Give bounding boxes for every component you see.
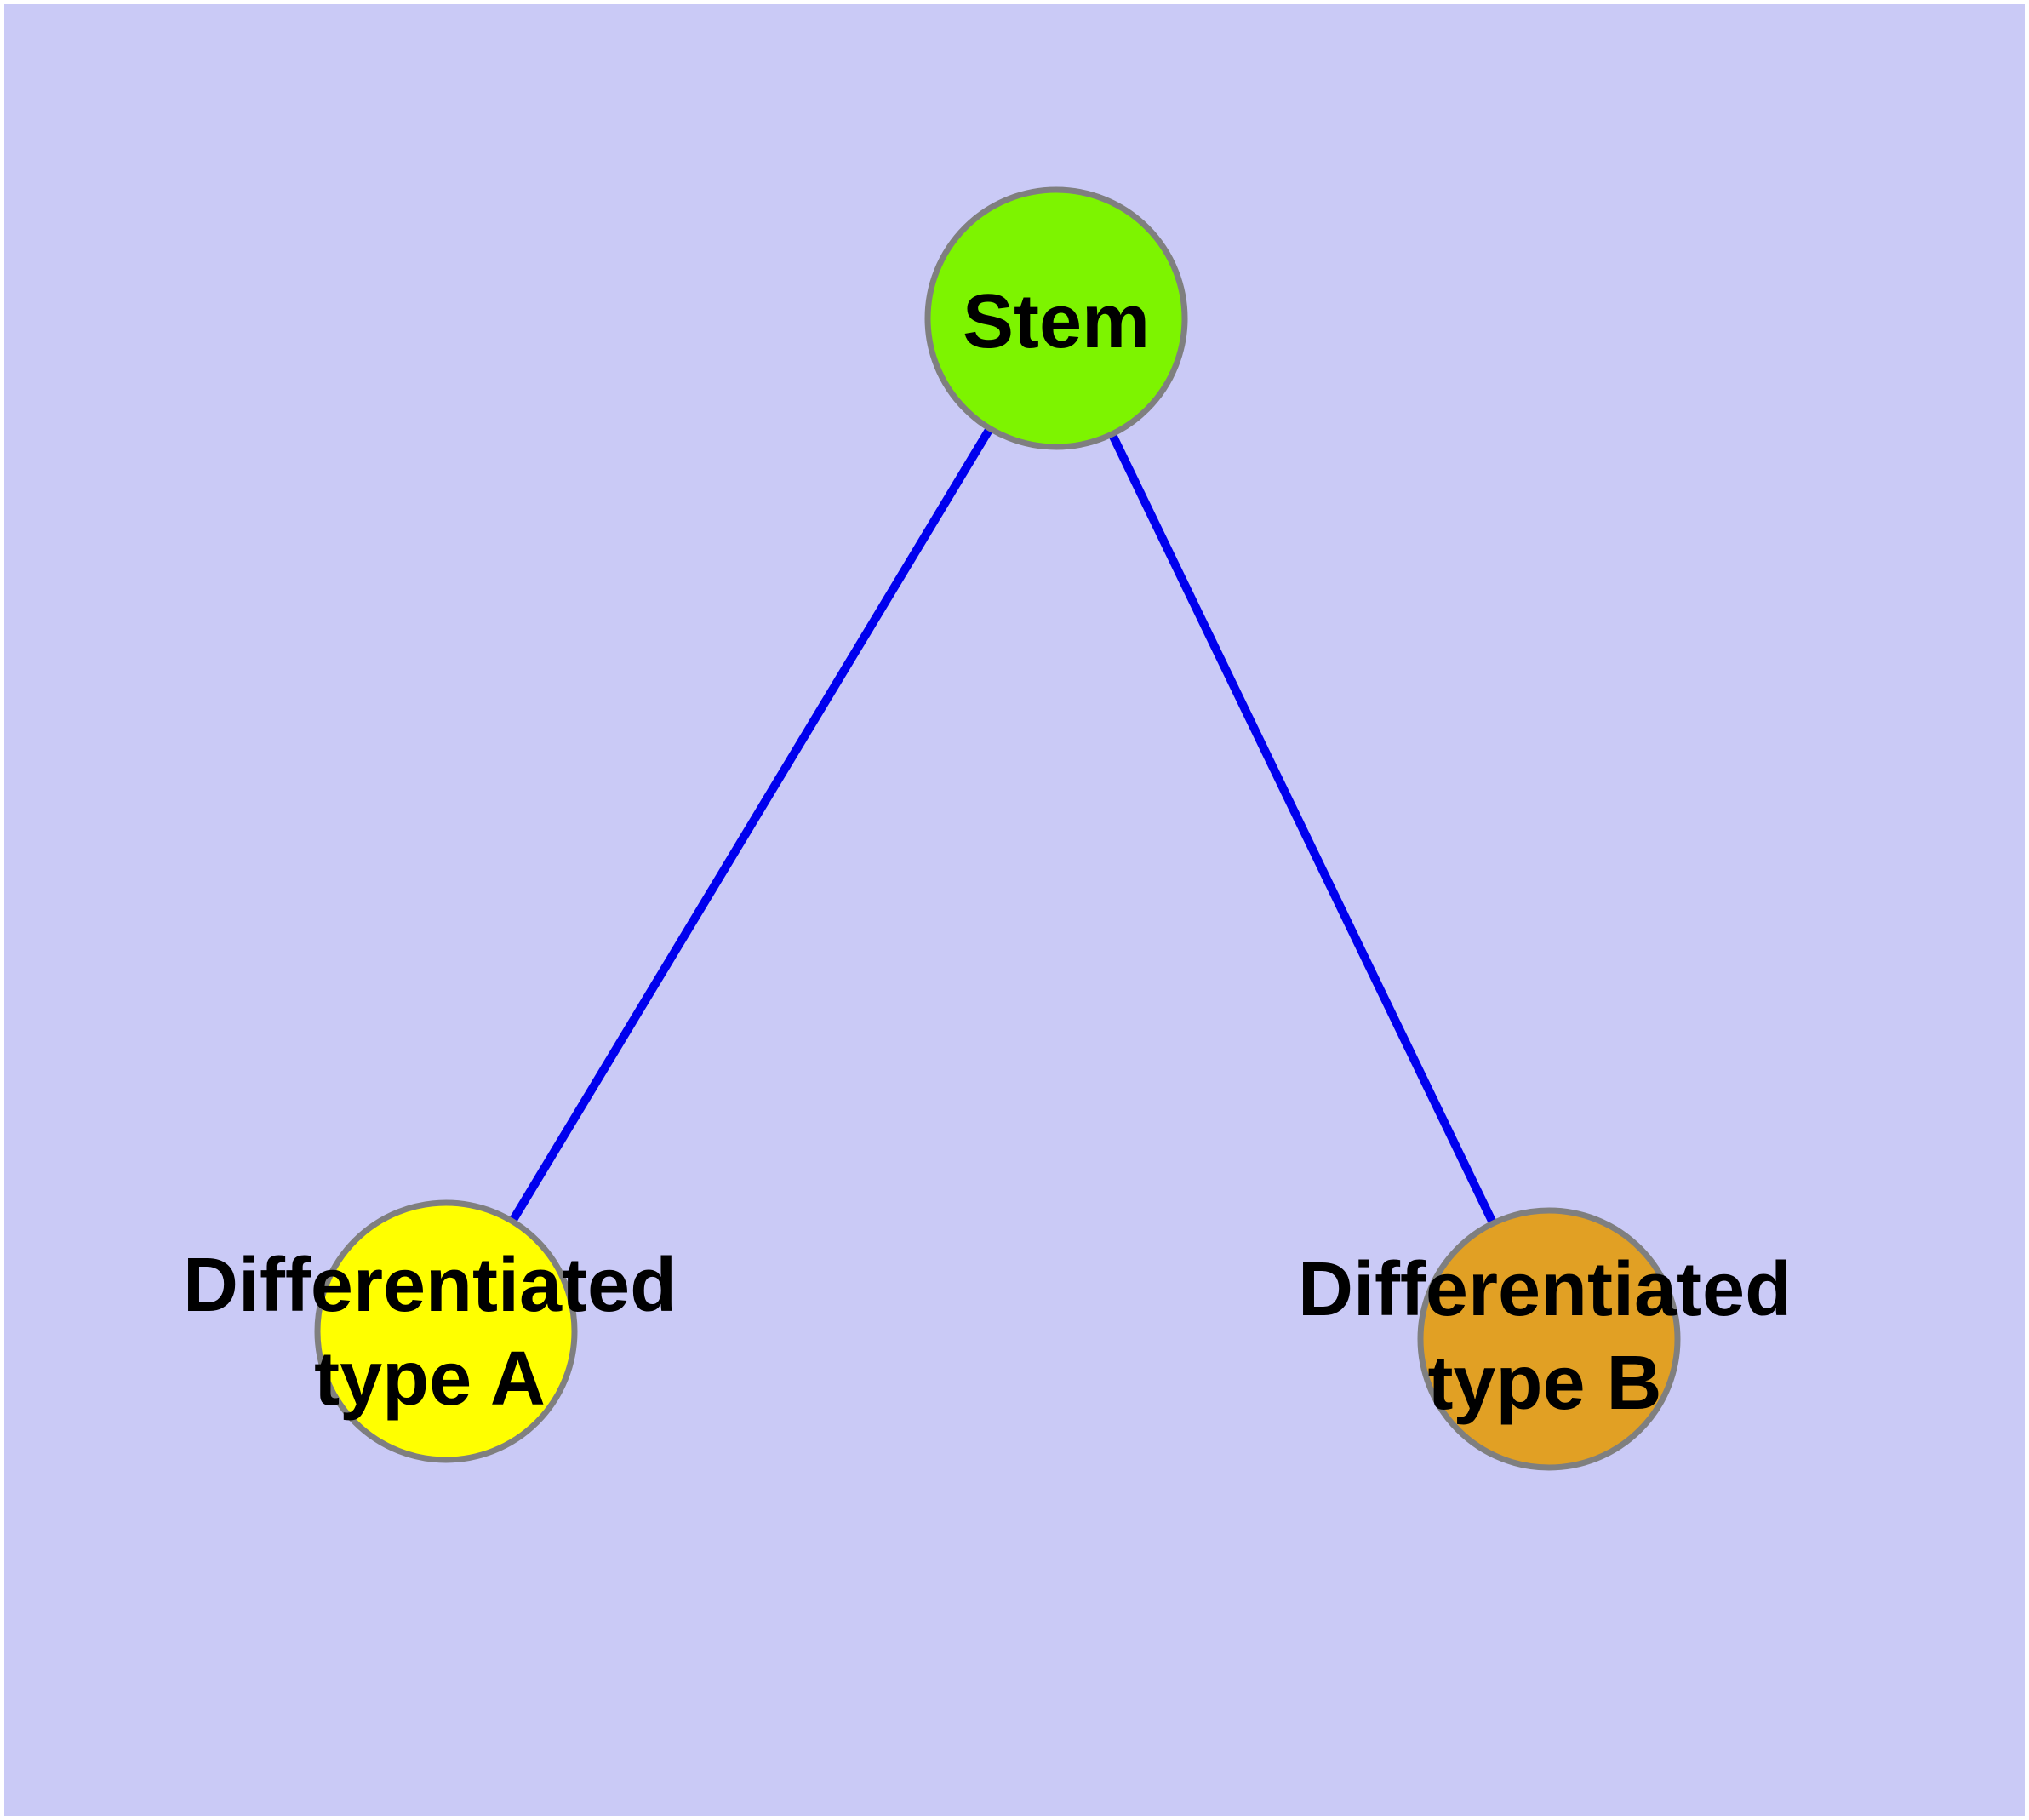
stem-node-circle	[924, 186, 1188, 450]
type-b-label-line1: Differentiated	[1297, 1247, 1792, 1332]
type-a-label-line2: type A	[314, 1336, 546, 1422]
type-b-node-label: Differentiated type B	[1298, 1243, 1792, 1430]
type-a-label-line1: Differentiated	[182, 1243, 677, 1328]
stem-node-label-text: Stem	[962, 279, 1151, 364]
type-b-node-circle	[1417, 1207, 1681, 1471]
stem-node-label: Stem	[963, 275, 1150, 369]
type-b-label-line2: type B	[1427, 1341, 1662, 1426]
type-a-node-label: Differentiated type A	[183, 1239, 677, 1426]
edge-stem-to-type-b	[1052, 316, 1553, 1342]
edge-stem-to-type-a	[442, 316, 1060, 1334]
type-a-node-circle	[314, 1199, 578, 1463]
